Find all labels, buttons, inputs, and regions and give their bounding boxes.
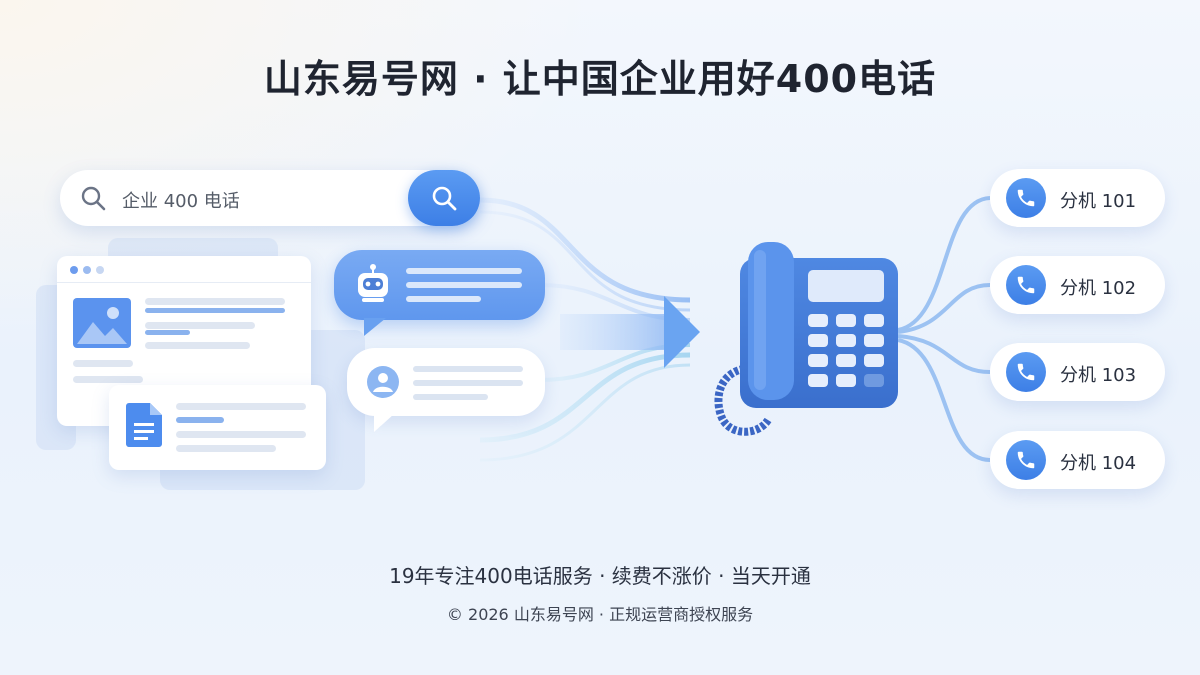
text-line [176,445,276,452]
search-icon [432,186,457,211]
text-line [176,431,306,438]
user-icon [367,366,399,398]
extension-label: 分机 103 [1060,365,1137,386]
search-icon [80,185,106,211]
extension-104: 分机 104 [990,431,1165,489]
extension-101: 分机 101 [990,169,1165,227]
text-line [176,417,224,423]
text-line [406,296,481,302]
document-icon [126,403,162,447]
text-line [176,403,306,410]
window-dots [70,266,104,274]
text-line [406,268,522,274]
user-chat-bubble [347,348,545,416]
bubble-tail [374,414,394,432]
desk-phone-icon [714,242,898,436]
page-title: 山东易号网 · 让中国企业用好400电话 [263,57,937,101]
phone-icon [1006,178,1046,218]
extension-label: 分机 101 [1060,191,1137,212]
card-divider [57,282,311,283]
document-card [109,385,326,470]
text-line [73,376,143,383]
text-line [73,360,133,367]
text-line [413,394,488,400]
phone-icon [1006,440,1046,480]
robot-icon [358,264,388,302]
text-line [145,308,285,313]
tagline: 19年专注400电话服务 · 续费不涨价 · 当天开通 [389,564,811,588]
copyright: © 2026 山东易号网 · 正规运营商授权服务 [446,605,754,624]
extension-103: 分机 103 [990,343,1165,401]
bubble-tail [364,318,386,336]
extension-102: 分机 102 [990,256,1165,314]
text-line [406,282,522,288]
phone-icon [1006,352,1046,392]
text-line [413,366,523,372]
text-line [145,330,190,335]
extension-label: 分机 102 [1060,278,1137,299]
search-query[interactable]: 企业 400 电话 [122,191,240,212]
text-line [145,342,250,349]
extension-label: 分机 104 [1060,453,1137,474]
text-line [145,298,285,305]
phone-icon [1006,265,1046,305]
text-line [145,322,255,329]
text-line [413,380,523,386]
search-button[interactable] [408,170,480,226]
image-icon [73,298,131,348]
bot-chat-bubble [334,250,545,320]
search-bar[interactable]: 企业 400 电话 [60,170,480,226]
